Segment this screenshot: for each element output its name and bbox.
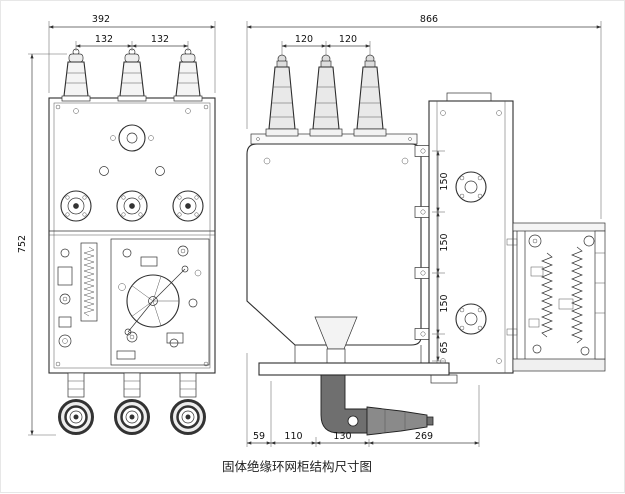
operating-mechanism-side — [506, 222, 606, 372]
mechanism-spring-1 — [541, 252, 553, 338]
side-spacing-3-dim-label: 150 — [439, 294, 450, 312]
cable-plug-3 — [170, 371, 206, 435]
plate-circle-lower — [455, 303, 487, 335]
front-view — [48, 48, 216, 435]
cable-plug-1 — [58, 371, 94, 435]
side-depth-dim-label: 866 — [420, 14, 438, 25]
cable-funnel — [314, 316, 358, 350]
front-bushing-1 — [61, 48, 91, 102]
front-flange-3 — [172, 190, 204, 222]
front-height-dim-label: 752 — [17, 235, 28, 253]
plate-circle-upper — [455, 171, 487, 203]
side-spacing-4-dim-label: 65 — [439, 341, 450, 353]
front-pitch-right-dim-label: 132 — [151, 34, 169, 45]
front-bushing-3 — [173, 48, 203, 102]
rear-mounting-plate — [428, 92, 514, 374]
elbow-cable-connector — [320, 374, 434, 436]
side-view-dimensions: 866 120 120 150 150 150 65 59 110 130 26… — [246, 14, 602, 447]
side-base-4-dim-label: 269 — [415, 431, 433, 442]
mechanism-spring-2 — [571, 246, 583, 344]
side-spacing-2-dim-label: 150 — [439, 233, 450, 251]
side-base-1-dim-label: 59 — [253, 431, 265, 442]
front-flange-2 — [116, 190, 148, 222]
front-mechanism-panel — [57, 238, 210, 366]
front-width-dim-label: 392 — [92, 14, 110, 25]
side-pitch-right-dim-label: 120 — [339, 34, 357, 45]
front-flange-1 — [60, 190, 92, 222]
side-base-3-dim-label: 130 — [333, 431, 351, 442]
front-view-dimensions: 392 132 132 752 — [17, 14, 216, 436]
front-spring — [83, 246, 95, 317]
base-plate — [258, 362, 450, 376]
base-foot — [430, 374, 458, 384]
side-pitch-left-dim-label: 120 — [295, 34, 313, 45]
side-bushing-1 — [265, 54, 299, 137]
side-base-2-dim-label: 110 — [284, 431, 302, 442]
front-bushing-2 — [117, 48, 147, 102]
cable-plug-2 — [114, 371, 150, 435]
front-pitch-left-dim-label: 132 — [95, 34, 113, 45]
side-view — [246, 54, 606, 436]
cable-plug-cone — [366, 406, 428, 436]
drawing-caption: 固体绝缘环网柜结构尺寸图 — [222, 459, 372, 474]
side-bushing-3 — [353, 54, 387, 137]
tank-body — [246, 143, 422, 346]
side-bushing-2 — [309, 54, 343, 137]
side-spacing-1-dim-label: 150 — [439, 172, 450, 190]
